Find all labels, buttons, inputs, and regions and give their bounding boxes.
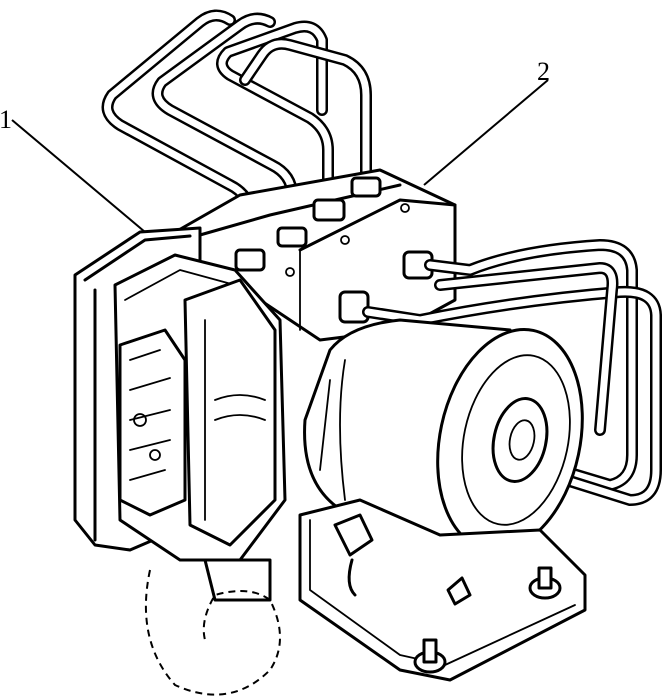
callout-2-label: 2 [537,57,550,86]
mounting-bracket [298,498,587,682]
bracket-stud-lower [413,638,447,674]
brake-lines-right [362,239,662,506]
phantom-outline [144,569,281,696]
bracket-stud-right [528,566,562,600]
callout-2: 2 [423,57,550,186]
callout-1: 1 [0,105,146,233]
callout-2-leader [423,79,549,186]
callout-1-leader [11,119,146,233]
callout-1-label: 1 [0,105,12,134]
electronic-control-unit [73,226,287,602]
pipe-fittings [234,176,434,324]
